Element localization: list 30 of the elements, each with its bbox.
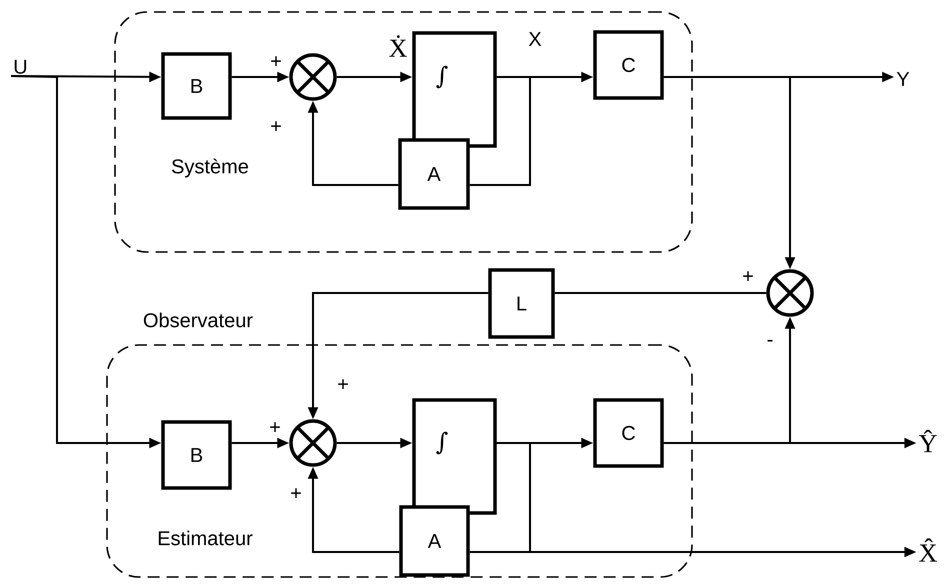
- region-label: Estimateur: [158, 530, 252, 546]
- sign-label: +: [743, 271, 753, 282]
- signal-line: [470, 76, 531, 186]
- sign-label: +: [271, 121, 281, 132]
- block-box: B: [161, 52, 232, 120]
- signal-line: [554, 292, 766, 294]
- signal-label: Y: [896, 72, 910, 86]
- summing-junction: [766, 269, 814, 317]
- block-box: L: [488, 268, 555, 339]
- signal-label: U: [14, 60, 26, 74]
- sign-label: +: [338, 379, 348, 390]
- summing-junction: [289, 53, 337, 101]
- sign-label: +: [270, 422, 280, 432]
- signal-label: Ẋ: [389, 35, 407, 57]
- block-box: A: [399, 505, 470, 577]
- block-box: B: [161, 420, 232, 490]
- summing-junction: [289, 419, 337, 467]
- integrator-box: ∫: [412, 398, 497, 515]
- region-label: Observateur: [144, 312, 253, 328]
- signal-label: X: [528, 32, 542, 46]
- block-box: C: [593, 30, 664, 100]
- block-box: A: [398, 138, 470, 210]
- sign-label: +: [291, 488, 301, 498]
- sign-label: -: [768, 340, 772, 342]
- sign-label: +: [271, 56, 281, 66]
- region-label: Système: [172, 158, 248, 178]
- signal-label: X̂: [919, 538, 937, 562]
- integrator-box: ∫: [412, 31, 497, 148]
- block-box: C: [593, 398, 664, 468]
- signal-label: Ŷ: [918, 430, 937, 452]
